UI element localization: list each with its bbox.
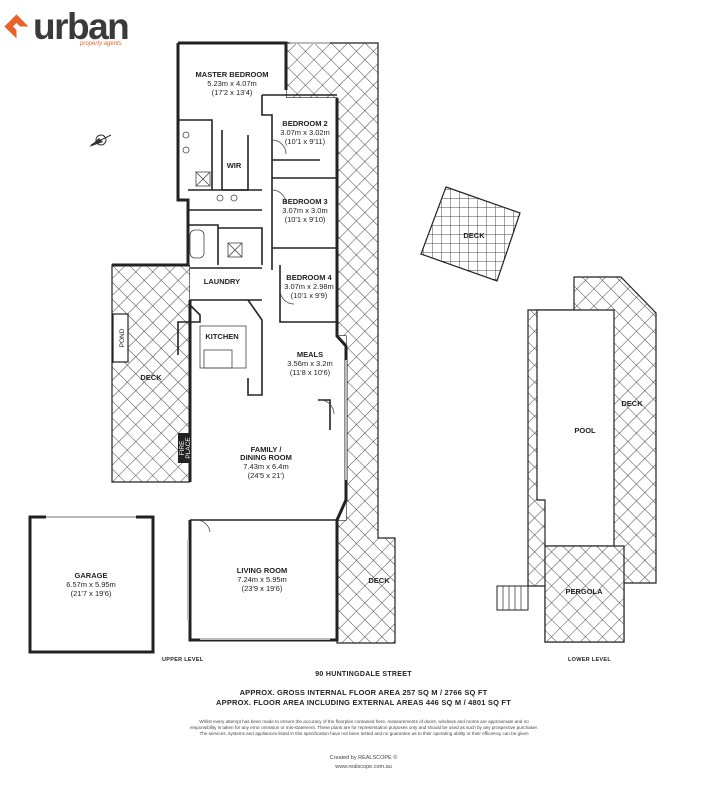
pergola-area bbox=[544, 545, 625, 643]
fireplace-label-2: PLACE bbox=[185, 437, 192, 459]
pool-name: POOL bbox=[574, 426, 596, 435]
brand-tagline: property agents bbox=[80, 41, 122, 47]
master-bedroom-metric: 5.23m x 4.07m bbox=[207, 79, 257, 88]
lower-level-label: LOWER LEVEL bbox=[568, 657, 612, 663]
family-dining-imperial: (24'5 x 21') bbox=[248, 471, 285, 480]
bedroom-3-metric: 3.07m x 3.0m bbox=[282, 206, 327, 215]
total-floor-area: APPROX. FLOOR AREA INCLUDING EXTERNAL AR… bbox=[216, 698, 511, 707]
upper-level-label: UPPER LEVEL bbox=[162, 657, 204, 663]
bedroom-3-imperial: (10'1 x 9'10) bbox=[285, 215, 326, 224]
creator-credit: Created by REALSCOPE © bbox=[329, 755, 398, 761]
north-compass-icon bbox=[89, 134, 112, 147]
meals-metric: 3.56m x 3.2m bbox=[287, 359, 332, 368]
disclaimer-text: Whilst every attempt has been made to en… bbox=[189, 719, 539, 737]
pergola-name: PERGOLA bbox=[565, 587, 603, 596]
living-room-imperial: (23'9 x 19'6) bbox=[242, 584, 283, 593]
kitchen-name: KITCHEN bbox=[205, 332, 238, 341]
bedroom-2-name: BEDROOM 2 bbox=[282, 119, 327, 128]
garage-imperial: (21'7 x 19'6) bbox=[71, 589, 112, 598]
pond-area bbox=[112, 313, 129, 363]
creator-website[interactable]: www.realscope.com.au bbox=[335, 764, 392, 770]
deck-floating-name: DECK bbox=[463, 231, 485, 240]
deck-floating-area bbox=[420, 186, 521, 282]
laundry-name: LAUNDRY bbox=[204, 277, 240, 286]
gross-internal-area: APPROX. GROSS INTERNAL FLOOR AREA 257 SQ… bbox=[239, 688, 488, 697]
meals-name: MEALS bbox=[297, 350, 323, 359]
fireplace-block bbox=[178, 433, 190, 463]
family-dining-name-2: DINING ROOM bbox=[240, 453, 292, 462]
bedroom-4-imperial: (10'1 x 9'9) bbox=[291, 291, 328, 300]
garage-name: GARAGE bbox=[75, 571, 108, 580]
bedroom-2-metric: 3.07m x 3.02m bbox=[280, 128, 330, 137]
meals-imperial: (11'8 x 10'6) bbox=[290, 368, 331, 377]
lower-steps bbox=[496, 585, 529, 611]
master-bedroom-imperial: (17'2 x 13'4) bbox=[212, 88, 253, 97]
garage-metric: 6.57m x 5.95m bbox=[66, 580, 116, 589]
bedroom-4-name: BEDROOM 4 bbox=[286, 273, 332, 282]
brand-logo: urban property agents bbox=[4, 6, 146, 52]
deck-west-name: DECK bbox=[140, 373, 162, 382]
family-dining-name-1: FAMILY / bbox=[251, 445, 283, 454]
master-bedroom-name: MASTER BEDROOM bbox=[196, 70, 269, 79]
bedroom-3-name: BEDROOM 3 bbox=[282, 197, 327, 206]
family-dining-metric: 7.43m x 6.4m bbox=[243, 462, 288, 471]
deck-pool-name: DECK bbox=[621, 399, 643, 408]
deck-east-name: DECK bbox=[368, 576, 390, 585]
brand-name: urban bbox=[33, 6, 130, 47]
pond-name: POND bbox=[119, 328, 126, 347]
bedroom-2-imperial: (10'1 x 9'11) bbox=[285, 137, 326, 146]
property-address: 90 HUNTINGDALE STREET bbox=[315, 671, 412, 678]
wir-name: WIR bbox=[227, 161, 242, 170]
fireplace-label-1: FIRE bbox=[179, 440, 186, 455]
bedroom-4-metric: 3.07m x 2.98m bbox=[284, 282, 334, 291]
living-room-name: LIVING ROOM bbox=[237, 566, 287, 575]
living-room-metric: 7.24m x 5.95m bbox=[237, 575, 287, 584]
